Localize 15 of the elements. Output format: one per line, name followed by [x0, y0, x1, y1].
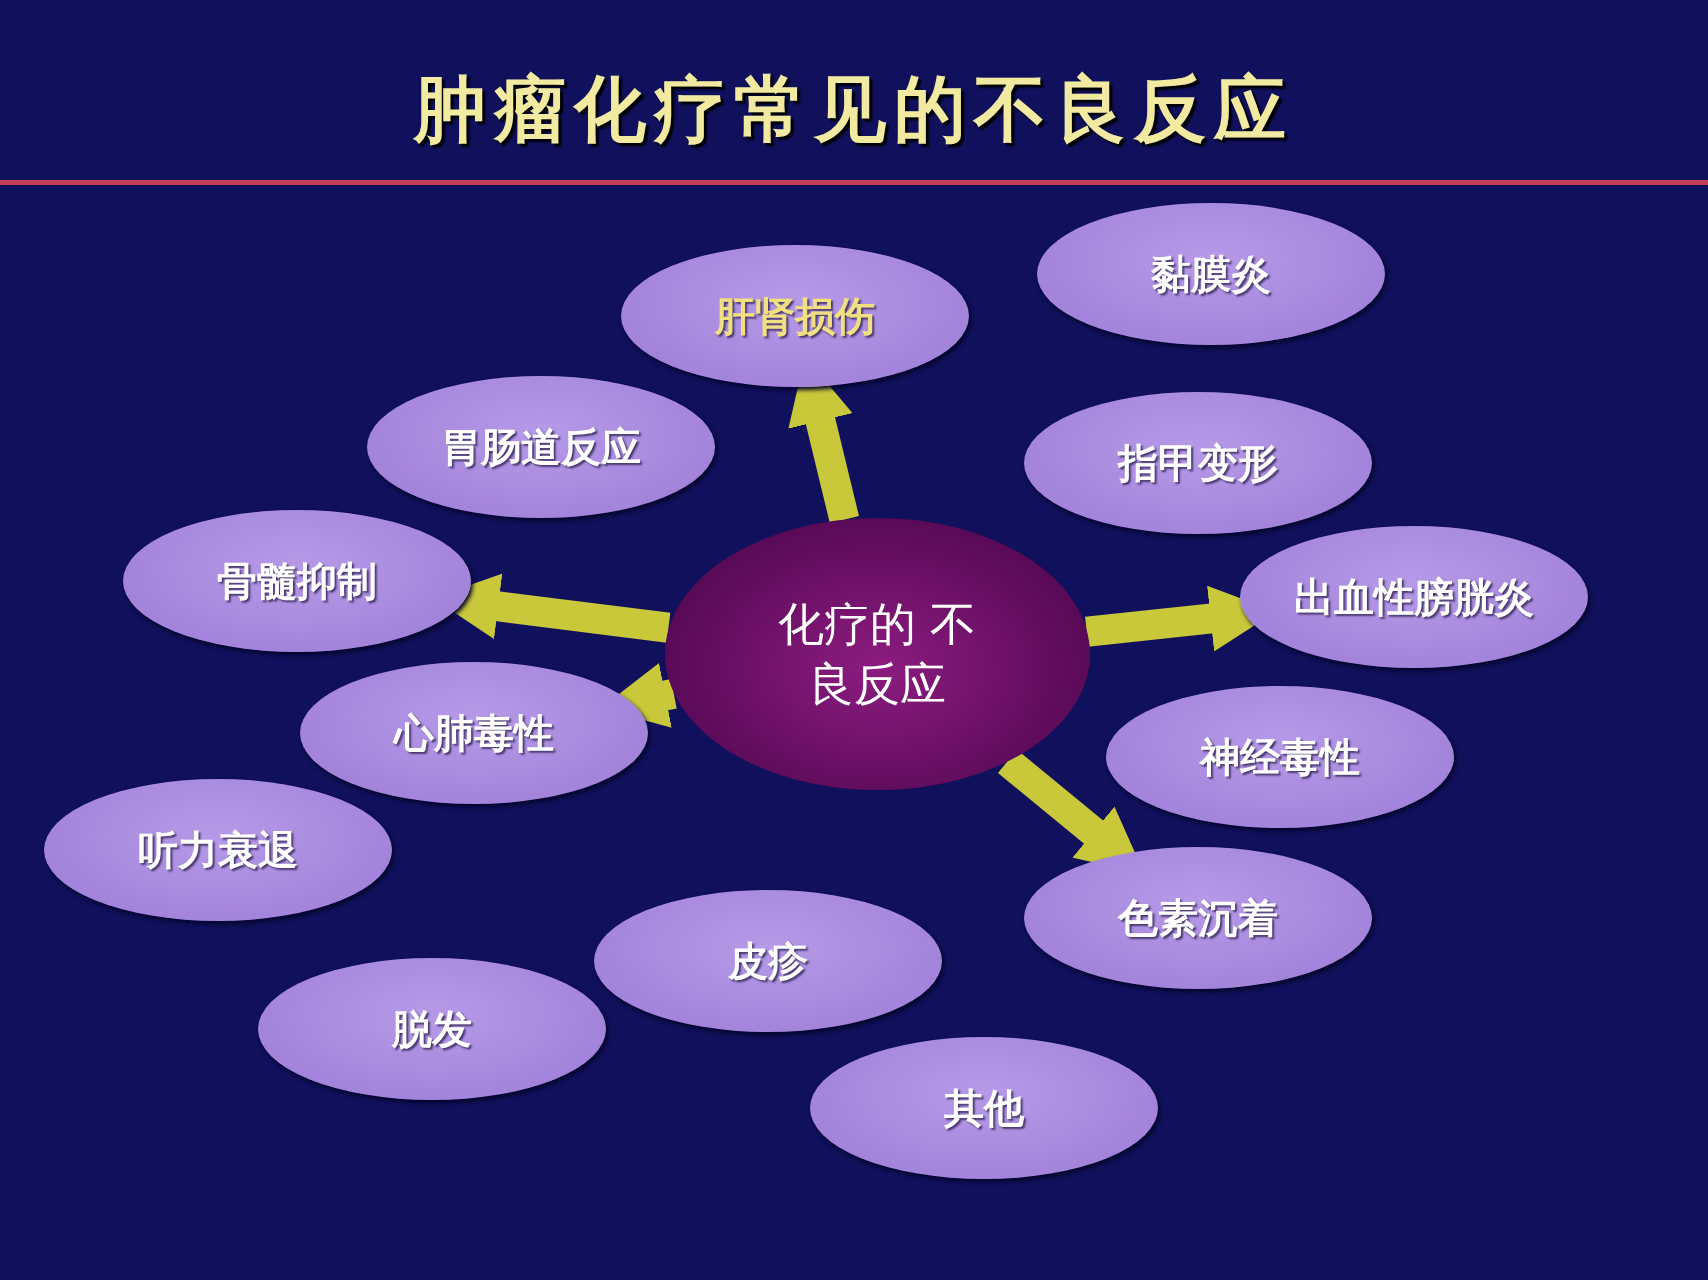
node-label: 听力衰退 [138, 825, 298, 875]
node-label: 骨髓抑制 [217, 556, 377, 606]
node-label: 胃肠道反应 [441, 422, 641, 472]
node-label: 皮疹 [728, 936, 808, 986]
node-label: 指甲变形 [1118, 438, 1278, 488]
node-label: 其他 [944, 1083, 1024, 1133]
node-label: 肝肾损伤 [715, 291, 875, 341]
title: 肿瘤化疗常见的不良反应 [412, 66, 1295, 153]
node-label: 神经毒性 [1200, 732, 1360, 782]
node-label: 心肺毒性 [394, 708, 554, 758]
node-label: 化疗的 不良反应 [777, 596, 977, 713]
node-label: 出血性膀胱炎 [1294, 572, 1534, 622]
node-label: 色素沉着 [1118, 893, 1278, 943]
node-label: 黏膜炎 [1151, 249, 1271, 299]
node-label: 脱发 [392, 1004, 472, 1054]
